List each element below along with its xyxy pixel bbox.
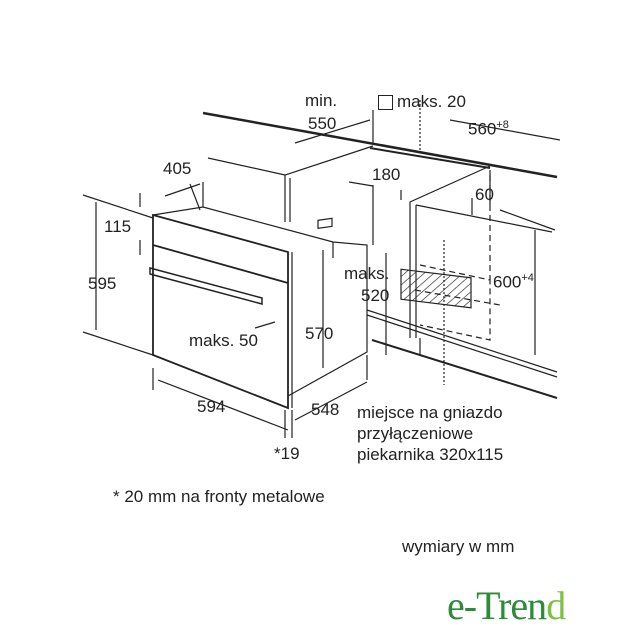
dim-maks-20: maks. 20 — [397, 92, 466, 111]
dim-560: 560+8 — [468, 120, 509, 138]
dim-560-tolerance: +8 — [496, 119, 509, 131]
dim-19: *19 — [274, 444, 300, 463]
dim-min-label: min. — [305, 91, 338, 110]
socket-area — [400, 268, 472, 309]
socket-note: miejsce na gniazdo przyłączeniowe piekar… — [357, 402, 503, 465]
logo-text: e-Tren — [447, 583, 547, 628]
socket-note-line: przyłączeniowe — [357, 424, 474, 443]
dim-600-tolerance: +4 — [521, 272, 534, 284]
units-note: wymiary w mm — [402, 537, 515, 556]
footnote: * 20 mm na fronty metalowe — [113, 487, 325, 506]
dim-600: 600+4 — [493, 273, 534, 291]
dim-570: 570 — [305, 324, 334, 343]
dim-maks-label: maks. — [344, 264, 390, 283]
dim-115: 115 — [104, 217, 132, 236]
dim-550: 550 — [308, 114, 337, 133]
socket-note-line: miejsce na gniazdo — [357, 403, 503, 422]
dim-560-value: 560 — [468, 119, 497, 139]
dim-180: 180 — [372, 165, 401, 184]
oven-handle — [149, 267, 263, 305]
dim-520: 520 — [361, 286, 390, 305]
countertop-edge — [202, 111, 558, 179]
oven-front — [152, 213, 289, 410]
dim-594: 594 — [197, 397, 226, 416]
dim-595: 595 — [88, 274, 117, 293]
etrend-logo: e-Trend — [447, 582, 566, 629]
countertop-recess — [369, 147, 491, 169]
dim-548: 548 — [311, 400, 340, 419]
dim-60: 60 — [475, 185, 494, 204]
dim-405: 405 — [163, 159, 192, 178]
dim-maks-50: maks. 50 — [189, 331, 258, 350]
socket-note-line: piekarnika 320x115 — [357, 445, 504, 464]
square-icon — [378, 95, 393, 110]
dim-600-value: 600 — [493, 272, 522, 292]
logo-text-tail: d — [546, 583, 566, 628]
